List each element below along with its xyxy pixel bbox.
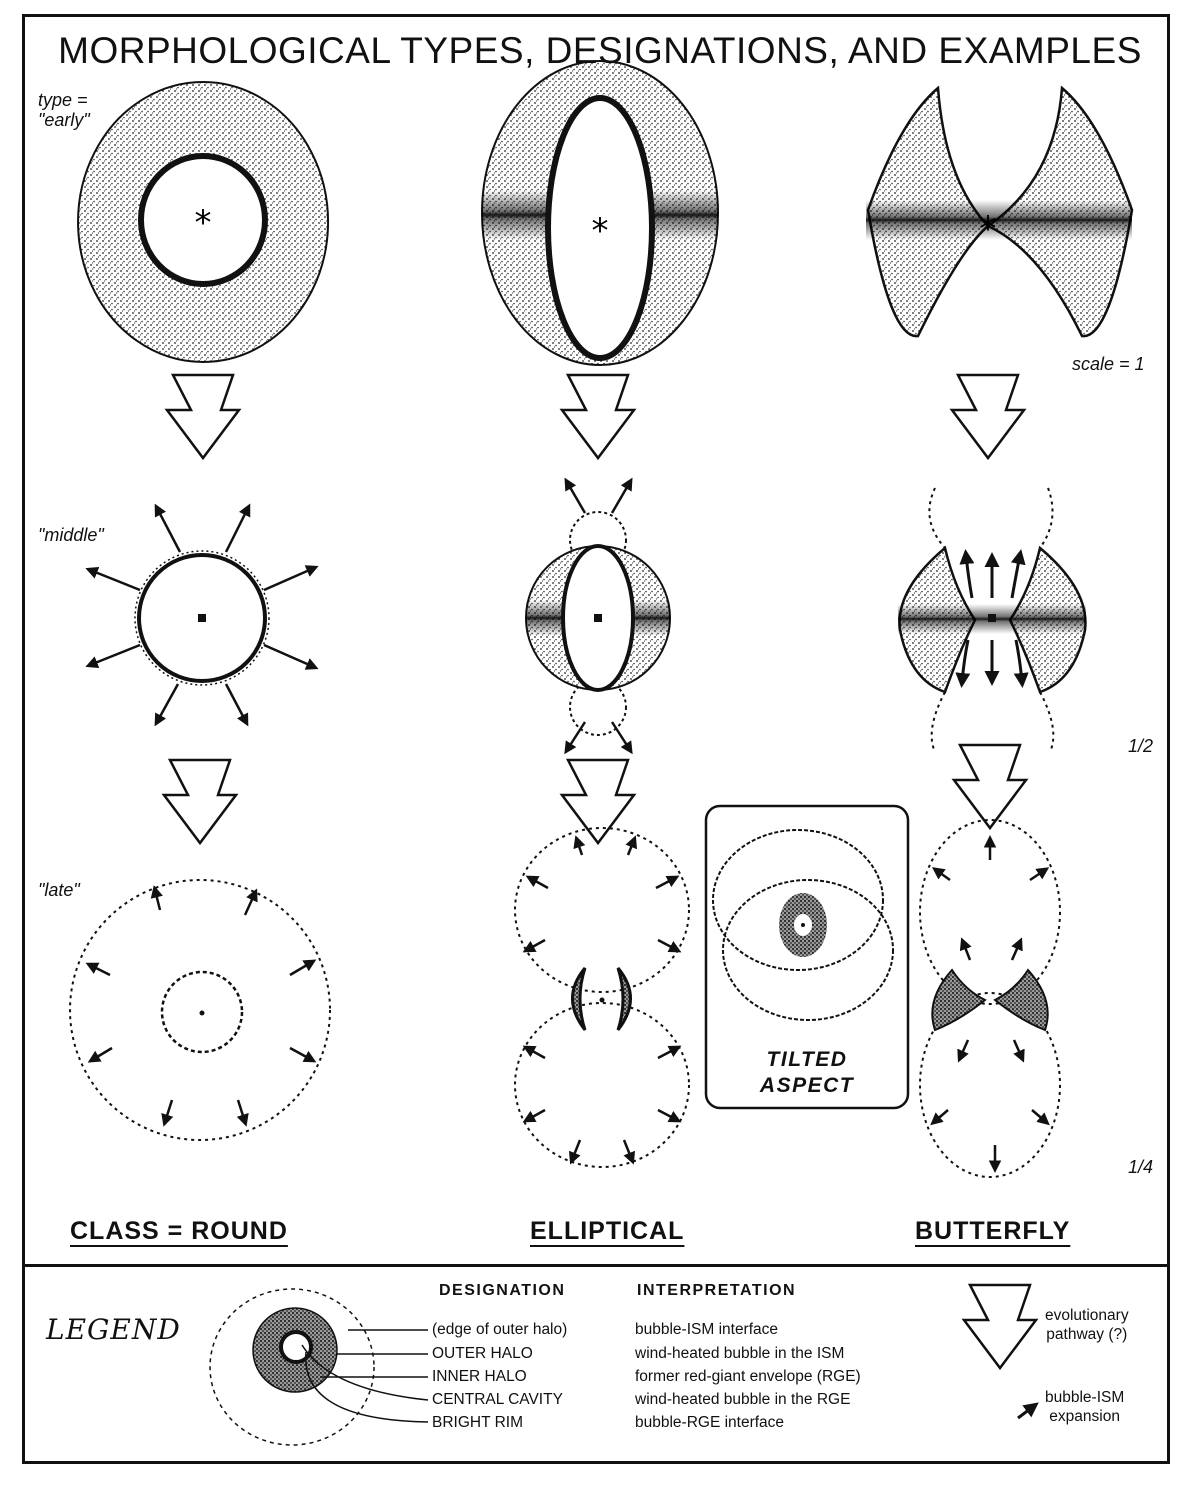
class-butterfly-label: BUTTERFLY: [915, 1217, 1071, 1245]
interpretation-header: INTERPRETATION: [637, 1282, 797, 1299]
legend-title: LEGEND: [46, 1313, 181, 1346]
elliptical-early-nebula: *: [481, 60, 719, 366]
figure-title: MORPHOLOGICAL TYPES, DESIGNATIONS, AND E…: [58, 30, 1142, 71]
legend-expansion-arrow: [1017, 1402, 1039, 1420]
scale-quarter-label: 1/4: [1128, 1157, 1154, 1177]
legend-pathway-arrow: [962, 1283, 1038, 1370]
legend-designation-4: CENTRAL CAVITY: [432, 1391, 563, 1408]
svg-text:*: *: [980, 209, 997, 249]
round-middle-nebula: [85, 503, 319, 727]
elliptical-pathway-arrow-1: [560, 373, 636, 460]
legend-nebula-diagram: [209, 1288, 429, 1446]
class-elliptical-label: ELLIPTICAL: [530, 1217, 685, 1245]
scale-half-label: 1/2: [1128, 736, 1154, 756]
butterfly-pathway-arrow-1: [950, 373, 1026, 460]
elliptical-late-nebula: [514, 827, 690, 1168]
legend-interpretation-1: bubble-ISM interface: [635, 1321, 779, 1338]
legend-designation-1: (edge of outer halo): [432, 1321, 568, 1338]
legend-designation-5: BRIGHT RIM: [432, 1414, 523, 1431]
butterfly-late-nebula: [919, 819, 1061, 1178]
round-pathway-arrow-2: [162, 758, 238, 845]
stage-late-label: "late": [38, 880, 80, 900]
legend-divider: [22, 1264, 1170, 1267]
legend-designation-3: INNER HALO: [432, 1368, 527, 1385]
expansion-note: bubble-ISM expansion: [1045, 1389, 1125, 1425]
scale-1-label: scale = 1: [1072, 354, 1145, 374]
butterfly-middle-nebula: [898, 487, 1087, 753]
tilted-aspect-label: TILTED ASPECT: [759, 1048, 855, 1097]
elliptical-middle-nebula: [525, 477, 671, 755]
legend-interpretation-2: wind-heated bubble in the ISM: [635, 1345, 845, 1362]
pathway-note: evolutionary pathway (?): [1045, 1307, 1129, 1343]
stage-early-label: type = "early": [38, 90, 90, 130]
legend-interpretation-5: bubble-RGE interface: [635, 1414, 785, 1431]
round-late-nebula: [69, 879, 331, 1141]
butterfly-early-nebula: *: [866, 85, 1134, 338]
butterfly-pathway-arrow-2: [952, 743, 1028, 830]
figure-frame: [22, 14, 1170, 1464]
legend-interpretation-3: former red-giant envelope (RGE): [635, 1368, 861, 1385]
round-early-nebula: *: [77, 81, 329, 363]
round-pathway-arrow-1: [165, 373, 241, 460]
designation-header: DESIGNATION: [439, 1282, 566, 1299]
legend-interpretation-4: wind-heated bubble in the RGE: [635, 1391, 851, 1408]
svg-text:*: *: [195, 203, 212, 243]
class-round-label: CLASS = ROUND: [70, 1217, 288, 1245]
legend-designation-2: OUTER HALO: [432, 1345, 533, 1362]
stage-middle-label: "middle": [38, 525, 104, 545]
tilted-aspect-box: [704, 804, 910, 1110]
svg-text:*: *: [592, 211, 609, 251]
elliptical-pathway-arrow-2: [560, 758, 636, 845]
